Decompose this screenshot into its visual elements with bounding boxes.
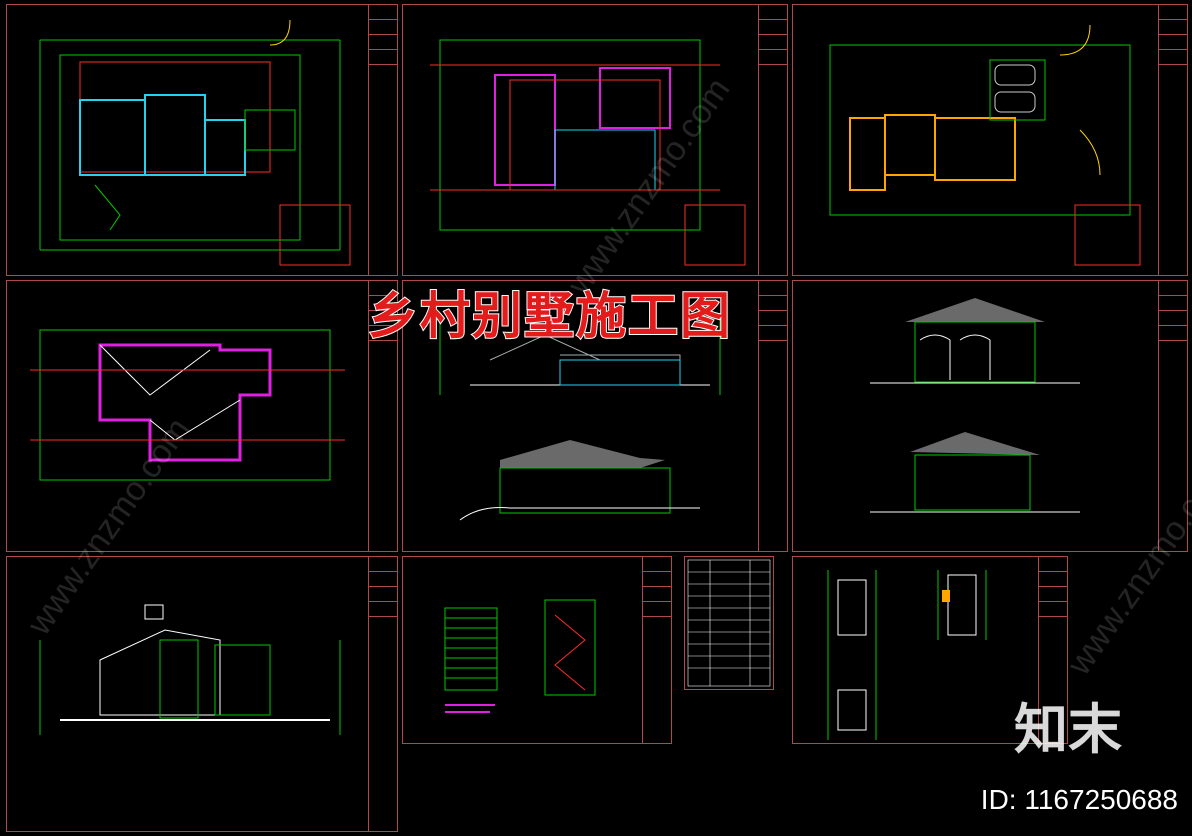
title-block xyxy=(1038,557,1067,743)
title-block-cell xyxy=(369,35,397,50)
title-block-cell xyxy=(1039,557,1067,572)
title-block-cell xyxy=(1159,326,1187,341)
title-block xyxy=(758,5,787,275)
title-block-cell xyxy=(759,281,787,296)
title-block xyxy=(368,5,397,275)
title-block-cell xyxy=(1159,20,1187,35)
watermark-logo: 知末 xyxy=(1014,698,1122,761)
third-floor-plan-drawing xyxy=(829,24,1141,266)
title-block-cell xyxy=(1159,311,1187,326)
sheet-building-section xyxy=(6,556,398,832)
title-block xyxy=(368,281,397,551)
title-block-cell xyxy=(759,20,787,35)
roof-plan-drawing xyxy=(30,329,345,481)
sheet-rear-and-end-elevation xyxy=(792,280,1188,552)
title-block-cell xyxy=(369,326,397,341)
title-block-cell xyxy=(1039,587,1067,602)
sheet-stair-details xyxy=(402,556,672,744)
title-block-cell xyxy=(369,296,397,311)
side-elevation-drawing xyxy=(459,440,700,521)
title-block xyxy=(368,557,397,831)
end-elevation-drawing xyxy=(870,432,1080,513)
sheet-front-and-side-elevation xyxy=(402,280,788,552)
title-block-cell xyxy=(1159,50,1187,65)
wall-details-drawing xyxy=(827,570,987,740)
title-block-cell xyxy=(369,50,397,65)
title-block-cell xyxy=(643,602,671,617)
title-block-cell xyxy=(1159,5,1187,20)
second-floor-plan-drawing xyxy=(430,39,746,266)
title-block-cell xyxy=(369,587,397,602)
title-block-cell xyxy=(369,281,397,296)
sheet-wall-details xyxy=(792,556,1068,744)
watermark-id: ID: 1167250688 xyxy=(980,784,1178,815)
first-floor-plan-drawing xyxy=(39,19,351,266)
title-block-cell xyxy=(1159,296,1187,311)
building-section-drawing xyxy=(39,604,341,735)
title-block xyxy=(1158,281,1187,551)
title-block xyxy=(1158,5,1187,275)
title-block-cell xyxy=(1039,572,1067,587)
title-block-cell xyxy=(643,572,671,587)
rear-elevation-drawing xyxy=(870,298,1080,384)
stair-details-drawing xyxy=(444,599,596,713)
title-block-cell xyxy=(369,602,397,617)
sheet-roof-plan xyxy=(6,280,398,552)
title-block-cell xyxy=(369,557,397,572)
title-block-cell xyxy=(369,311,397,326)
title-block xyxy=(758,281,787,551)
title-block-cell xyxy=(759,326,787,341)
title-block-cell xyxy=(369,5,397,20)
title-block xyxy=(642,557,671,743)
sheet-first-floor-plan xyxy=(6,4,398,276)
sheet-third-floor-plan xyxy=(792,4,1188,276)
title-block-cell xyxy=(643,557,671,572)
title-block-cell xyxy=(643,587,671,602)
title-block-cell xyxy=(759,35,787,50)
title-block-cell xyxy=(369,572,397,587)
title-block-cell xyxy=(759,311,787,326)
sheet-drawing-list xyxy=(684,556,774,690)
title-block-cell xyxy=(759,5,787,20)
title-block-cell xyxy=(1159,35,1187,50)
title-block-cell xyxy=(369,20,397,35)
title-block-cell xyxy=(1159,281,1187,296)
banner-title: 乡村别墅施工图 xyxy=(367,286,732,346)
title-block-cell xyxy=(759,50,787,65)
title-block-cell xyxy=(1039,602,1067,617)
title-block-cell xyxy=(759,296,787,311)
front-elevation-drawing xyxy=(439,320,721,395)
drawing-list-table xyxy=(687,559,771,687)
sheet-second-floor-plan xyxy=(402,4,788,276)
